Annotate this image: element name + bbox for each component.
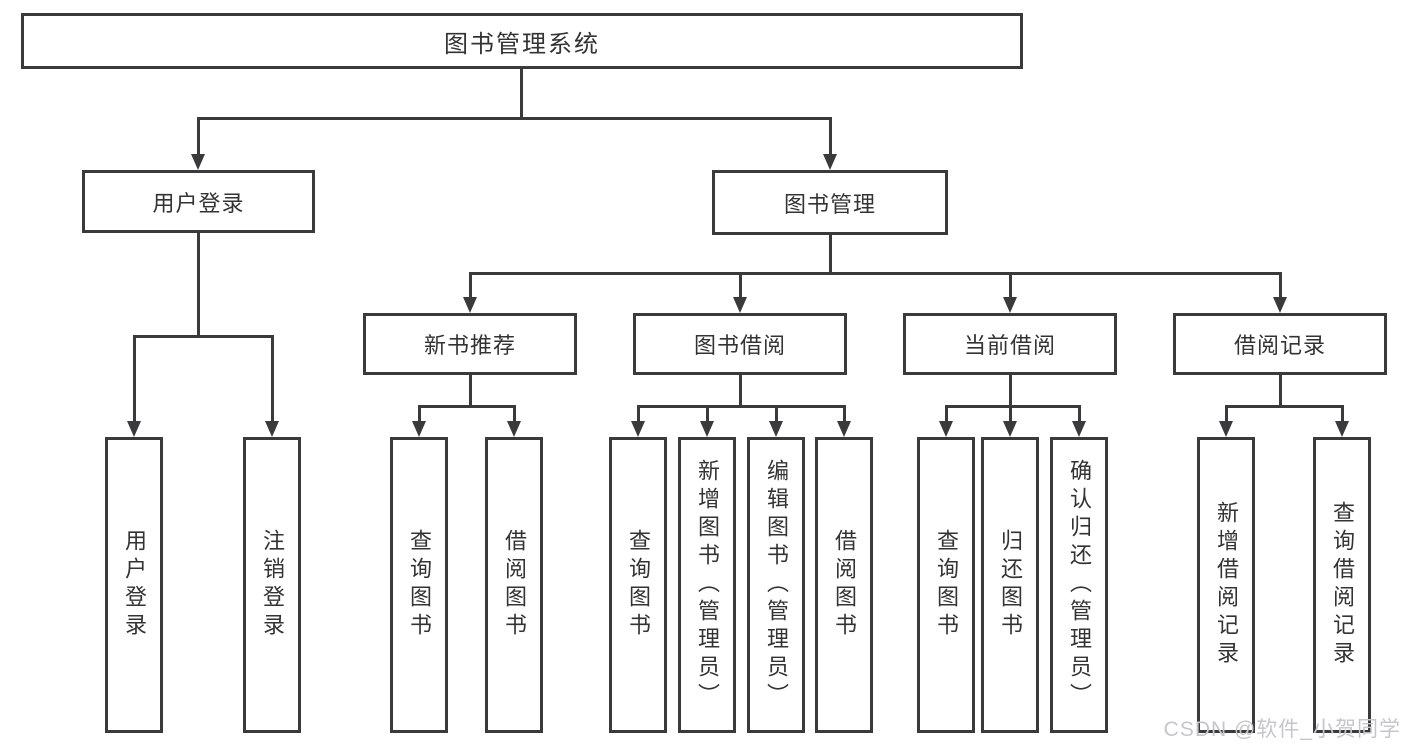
leaf-user-login-label: 用户登录 [122,529,147,641]
arrowhead-nbr-query-icon [412,421,426,437]
connector-to-leaf-bb-query [637,405,640,422]
node-book-borrowing-label: 图书借阅 [693,333,786,358]
node-new-book-recommend-label: 新书推荐 [423,333,516,358]
leaf-logout-label: 注销登录 [260,529,285,641]
connector-cb-branch [945,405,1080,408]
connector-user-login-branch [133,335,274,338]
leaf-nbr-borrow-books: 借阅图书 [485,437,543,733]
connector-to-leaf-cb-return [1009,405,1012,422]
leaf-nbr-borrow-books-label: 借阅图书 [502,529,527,641]
node-book-borrowing: 图书借阅 [633,313,847,375]
arrowhead-leaf-logout-icon [265,421,279,437]
connector-to-leaf-bb-add [706,405,709,422]
arrowhead-bb-borrow-icon [837,421,851,437]
leaf-bb-query-books-label: 查询图书 [626,529,651,641]
arrowhead-leaf-user-login-icon [127,421,141,437]
node-user-login-label: 用户登录 [152,190,245,216]
connector-nbr-trunk [469,375,472,408]
arrowhead-bb-edit-icon [769,421,783,437]
connector-book-management-trunk [829,235,832,273]
connector-to-leaf-br-add [1225,405,1228,422]
arrowhead-book-borrowing-icon [733,297,747,313]
node-new-book-recommend: 新书推荐 [363,313,577,375]
node-root-label: 图书管理系统 [444,30,600,58]
connector-book-management-branch [469,272,1281,275]
connector-br-branch [1225,405,1343,408]
connector-to-book-borrowing [739,272,742,298]
connector-root-to-user-login [197,117,200,155]
arrowhead-bb-query-icon [631,421,645,437]
arrowhead-cb-return-icon [1003,421,1017,437]
node-book-management: 图书管理 [712,170,948,235]
leaf-bb-borrow-books: 借阅图书 [815,437,873,733]
leaf-bb-edit-books-admin-label: 编辑图书（管理员） [764,459,789,711]
connector-bb-branch [637,405,845,408]
connector-user-login-trunk [197,233,200,336]
connector-to-leaf-cb-confirm [1078,405,1081,422]
leaf-cb-return-books: 归还图书 [981,437,1039,733]
arrowhead-nbr-borrow-icon [507,421,521,437]
arrowhead-cb-query-icon [939,421,953,437]
leaf-user-login: 用户登录 [105,437,163,733]
connector-br-trunk [1279,375,1282,408]
connector-nbr-branch [418,405,515,408]
arrowhead-user-login-icon [191,154,205,170]
leaf-bb-edit-books-admin: 编辑图书（管理员） [747,437,805,733]
leaf-nbr-query-books: 查询图书 [390,437,448,733]
connector-to-leaf-nbr-borrow [513,405,516,422]
leaf-br-add-record: 新增借阅记录 [1197,437,1255,733]
node-borrowing-records: 借阅记录 [1173,313,1387,375]
node-root: 图书管理系统 [21,13,1023,69]
leaf-bb-add-books-admin: 新增图书（管理员） [678,437,736,733]
leaf-cb-return-books-label: 归还图书 [998,529,1023,641]
arrowhead-new-book-recommend-icon [463,297,477,313]
leaf-nbr-query-books-label: 查询图书 [407,529,432,641]
connector-to-leaf-bb-borrow [843,405,846,422]
connector-to-leaf-user-login [133,335,136,422]
node-current-borrowing: 当前借阅 [903,313,1117,375]
arrowhead-bb-add-icon [700,421,714,437]
leaf-cb-confirm-return-admin-label: 确认归还（管理员） [1067,459,1092,711]
connector-to-leaf-bb-edit [775,405,778,422]
leaf-bb-borrow-books-label: 借阅图书 [832,529,857,641]
leaf-logout: 注销登录 [243,437,301,733]
connector-root-trunk [520,69,523,118]
csdn-watermark: CSDN @软件_小贺同学 [1163,718,1401,741]
leaf-bb-query-books: 查询图书 [609,437,667,733]
arrowhead-br-add-icon [1219,421,1233,437]
node-book-management-label: 图书管理 [783,191,876,217]
connector-root-branch [197,117,831,120]
leaf-bb-add-books-admin-label: 新增图书（管理员） [695,459,720,711]
leaf-cb-query-books-label: 查询图书 [934,529,959,641]
leaf-cb-query-books: 查询图书 [917,437,975,733]
leaf-br-query-record-label: 查询借阅记录 [1330,501,1355,669]
node-current-borrowing-label: 当前借阅 [963,333,1056,358]
leaf-br-query-record: 查询借阅记录 [1313,437,1371,733]
arrowhead-current-borrowing-icon [1003,297,1017,313]
connector-to-new-book-recommend [469,272,472,298]
leaf-br-add-record-label: 新增借阅记录 [1214,501,1239,669]
leaf-cb-confirm-return-admin: 确认归还（管理员） [1050,437,1108,733]
arrowhead-borrowing-records-icon [1273,297,1287,313]
arrowhead-cb-confirm-icon [1072,421,1086,437]
connector-bb-trunk [739,375,742,408]
connector-to-leaf-br-query [1341,405,1344,422]
connector-to-leaf-nbr-query [418,405,421,422]
connector-to-leaf-cb-query [945,405,948,422]
connector-to-leaf-logout [271,335,274,422]
arrowhead-book-management-icon [823,154,837,170]
connector-to-borrowing-records [1279,272,1282,298]
connector-root-to-book-management [829,117,832,155]
connector-to-current-borrowing [1009,272,1012,298]
node-borrowing-records-label: 借阅记录 [1233,333,1326,358]
node-user-login: 用户登录 [82,170,315,233]
connector-cb-trunk [1009,375,1012,408]
arrowhead-br-query-icon [1335,421,1349,437]
